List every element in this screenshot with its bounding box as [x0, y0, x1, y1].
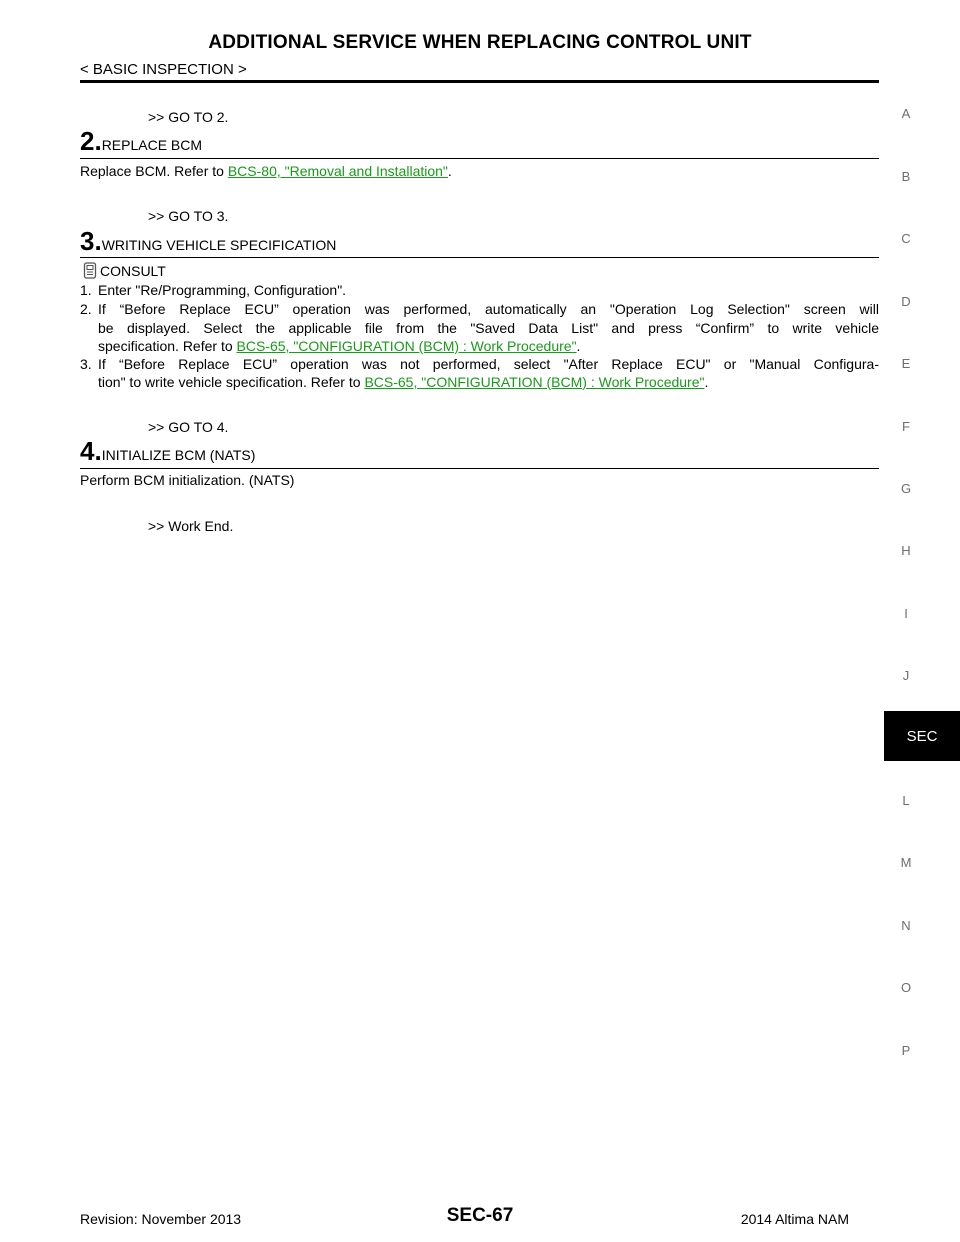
goto-step-4: >> GO TO 4.: [148, 419, 229, 435]
reference-link[interactable]: BCS-80, "Removal and Installation": [227, 163, 448, 179]
list-text: tion" to write vehicle specification. Re…: [98, 374, 879, 390]
list-number: 2.: [80, 301, 92, 317]
footer-model: 2014 Altima NAM: [740, 1211, 849, 1227]
body-text: Replace BCM. Refer to: [80, 163, 228, 179]
step-4-text: Perform BCM initialization. (NATS): [80, 472, 295, 488]
reference-link[interactable]: BCS-65, "CONFIGURATION (BCM) : Work Proc…: [364, 374, 705, 390]
list-text: If “Before Replace ECU” operation was no…: [98, 356, 879, 372]
step-divider: [80, 257, 879, 258]
step-2-text: Replace BCM. Refer to BCS-80, "Removal a…: [80, 163, 452, 179]
step-2-heading: 2.REPLACE BCM: [80, 126, 202, 157]
footer-revision: Revision: November 2013: [80, 1211, 242, 1227]
side-index-n[interactable]: N: [901, 918, 911, 933]
reference-link[interactable]: BCS-65, "CONFIGURATION (BCM) : Work Proc…: [236, 338, 577, 354]
step-title: INITIALIZE BCM (NATS): [101, 447, 256, 463]
page-number: SEC-67: [446, 1205, 514, 1226]
side-index-sec-active-tab[interactable]: SEC: [884, 711, 960, 761]
list-text: specification. Refer to BCS-65, "CONFIGU…: [98, 338, 879, 354]
step-3-heading: 3.WRITING VEHICLE SPECIFICATION: [80, 226, 336, 257]
body-text: .: [447, 163, 452, 179]
side-index-m[interactable]: M: [900, 855, 912, 870]
side-index-o[interactable]: O: [900, 980, 912, 995]
step-title: WRITING VEHICLE SPECIFICATION: [101, 237, 337, 253]
step-number: 2.: [80, 126, 102, 156]
side-index-f[interactable]: F: [902, 419, 910, 434]
list-text: be displayed. Select the applicable file…: [98, 320, 879, 336]
step-number: 3.: [80, 226, 102, 256]
step-number: 4.: [80, 436, 102, 466]
step-divider: [80, 158, 879, 159]
list-number: 1.: [80, 282, 92, 298]
side-index-b[interactable]: B: [901, 169, 911, 184]
side-index-e[interactable]: E: [901, 356, 911, 371]
list-number: 3.: [80, 356, 92, 372]
goto-step-2: >> GO TO 2.: [148, 109, 229, 125]
header-divider: [80, 80, 879, 83]
body-text: tion" to write vehicle specification. Re…: [98, 374, 365, 390]
body-text: .: [576, 338, 581, 354]
side-index-p[interactable]: P: [901, 1043, 911, 1058]
side-index-i[interactable]: I: [904, 606, 908, 621]
consult-text: CONSULT: [100, 262, 166, 279]
body-text: .: [704, 374, 709, 390]
body-text: specification. Refer to: [98, 338, 237, 354]
goto-step-3: >> GO TO 3.: [148, 208, 229, 224]
step-title: REPLACE BCM: [101, 137, 203, 153]
list-text: Enter "Re/Programming, Configuration".: [98, 282, 347, 298]
consult-tool-icon: [83, 262, 97, 279]
side-index-g[interactable]: G: [900, 481, 912, 496]
step-4-heading: 4.INITIALIZE BCM (NATS): [80, 436, 255, 467]
side-index-h[interactable]: H: [901, 543, 911, 558]
page-title: ADDITIONAL SERVICE WHEN REPLACING CONTRO…: [208, 32, 752, 53]
breadcrumb: < BASIC INSPECTION >: [80, 61, 247, 78]
step-divider: [80, 468, 879, 469]
consult-label: CONSULT: [83, 262, 166, 279]
side-index-d[interactable]: D: [901, 294, 911, 309]
work-end: >> Work End.: [148, 518, 234, 534]
side-index-c[interactable]: C: [901, 231, 911, 246]
side-index-l[interactable]: L: [902, 793, 910, 808]
side-index-a[interactable]: A: [901, 106, 911, 121]
side-index-j[interactable]: J: [902, 668, 910, 683]
list-text: If “Before Replace ECU” operation was pe…: [98, 301, 879, 317]
